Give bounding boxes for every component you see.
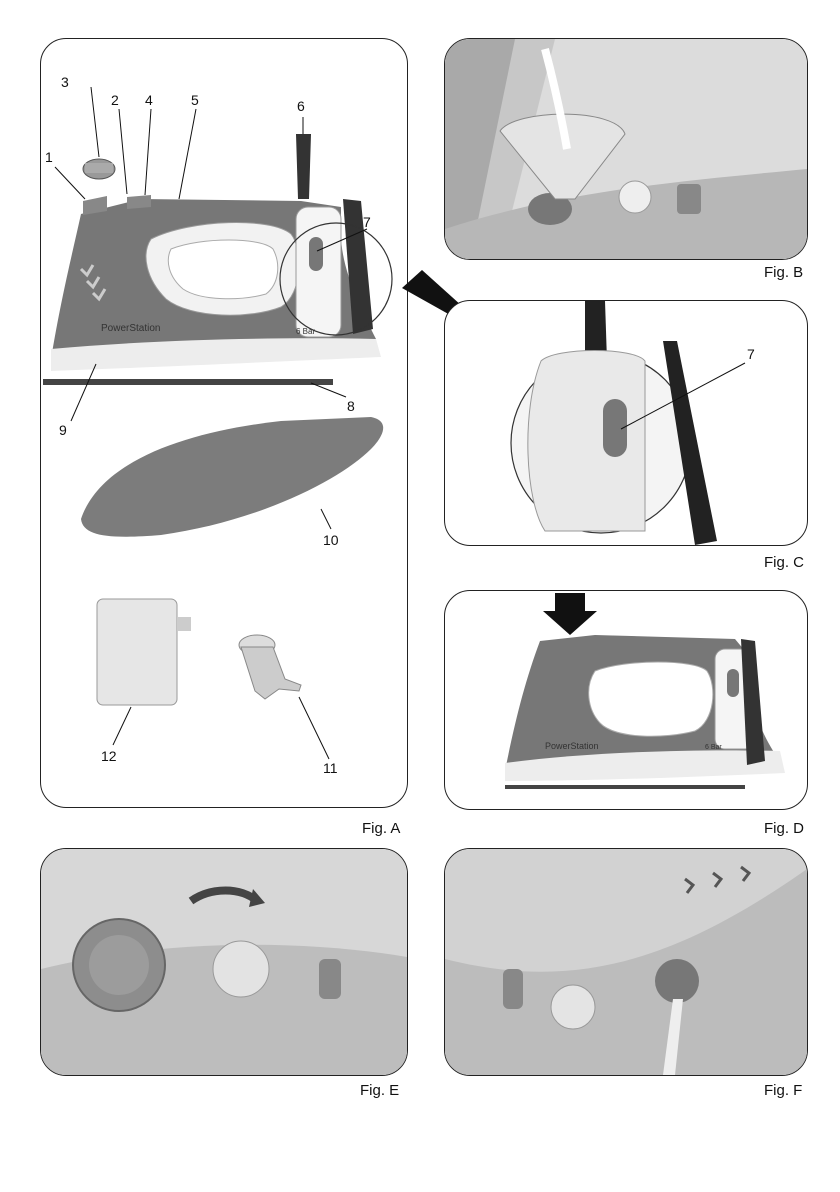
callout-12: 12 (101, 748, 117, 764)
callout-7: 7 (363, 214, 371, 230)
ironing-mat-illustration (81, 417, 383, 537)
figure-b-panel (444, 38, 808, 260)
press-arrow-icon (543, 593, 597, 635)
caption-fig-b: Fig. B (764, 264, 803, 281)
figure-e-panel (40, 848, 408, 1076)
callout-1: 1 (45, 149, 53, 165)
water-cap-illustration (83, 159, 115, 179)
caption-fig-c: Fig. C (764, 554, 804, 571)
figure-a-illustration: PowerStation 6 Bar (41, 39, 407, 807)
caption-fig-f: Fig. F (764, 1082, 802, 1099)
figure-d-illustration: PowerStation 6 Bar (445, 591, 807, 809)
funnel-illustration (239, 635, 301, 699)
figure-b-illustration (445, 39, 807, 259)
callout-2: 2 (111, 92, 119, 108)
callout-5: 5 (191, 92, 199, 108)
callout-6: 6 (297, 98, 305, 114)
water-tank-illustration (97, 599, 191, 705)
figure-d-panel: PowerStation 6 Bar (444, 590, 808, 810)
figure-c-panel: 7 (444, 300, 808, 546)
figure-f-panel (444, 848, 808, 1076)
figure-f-illustration (445, 849, 807, 1075)
callout-11: 11 (323, 760, 338, 776)
brand-label-d: PowerStation (545, 741, 599, 751)
brand-label-a: PowerStation (101, 323, 160, 334)
callout-4: 4 (145, 92, 153, 108)
rating-label-d: 6 Bar (705, 744, 722, 751)
figure-c-illustration: 7 (445, 301, 807, 545)
callout-8: 8 (347, 398, 355, 414)
caption-fig-a: Fig. A (362, 820, 400, 837)
callout-10: 10 (323, 532, 339, 548)
callout-3: 3 (61, 74, 69, 90)
caption-fig-e: Fig. E (360, 1082, 399, 1099)
figure-e-illustration (41, 849, 407, 1075)
figure-a-panel: PowerStation 6 Bar (40, 38, 408, 808)
callout-9: 9 (59, 422, 67, 438)
rating-label-a: 6 Bar (296, 327, 315, 336)
callout-c-7: 7 (747, 346, 755, 362)
caption-fig-d: Fig. D (764, 820, 804, 837)
